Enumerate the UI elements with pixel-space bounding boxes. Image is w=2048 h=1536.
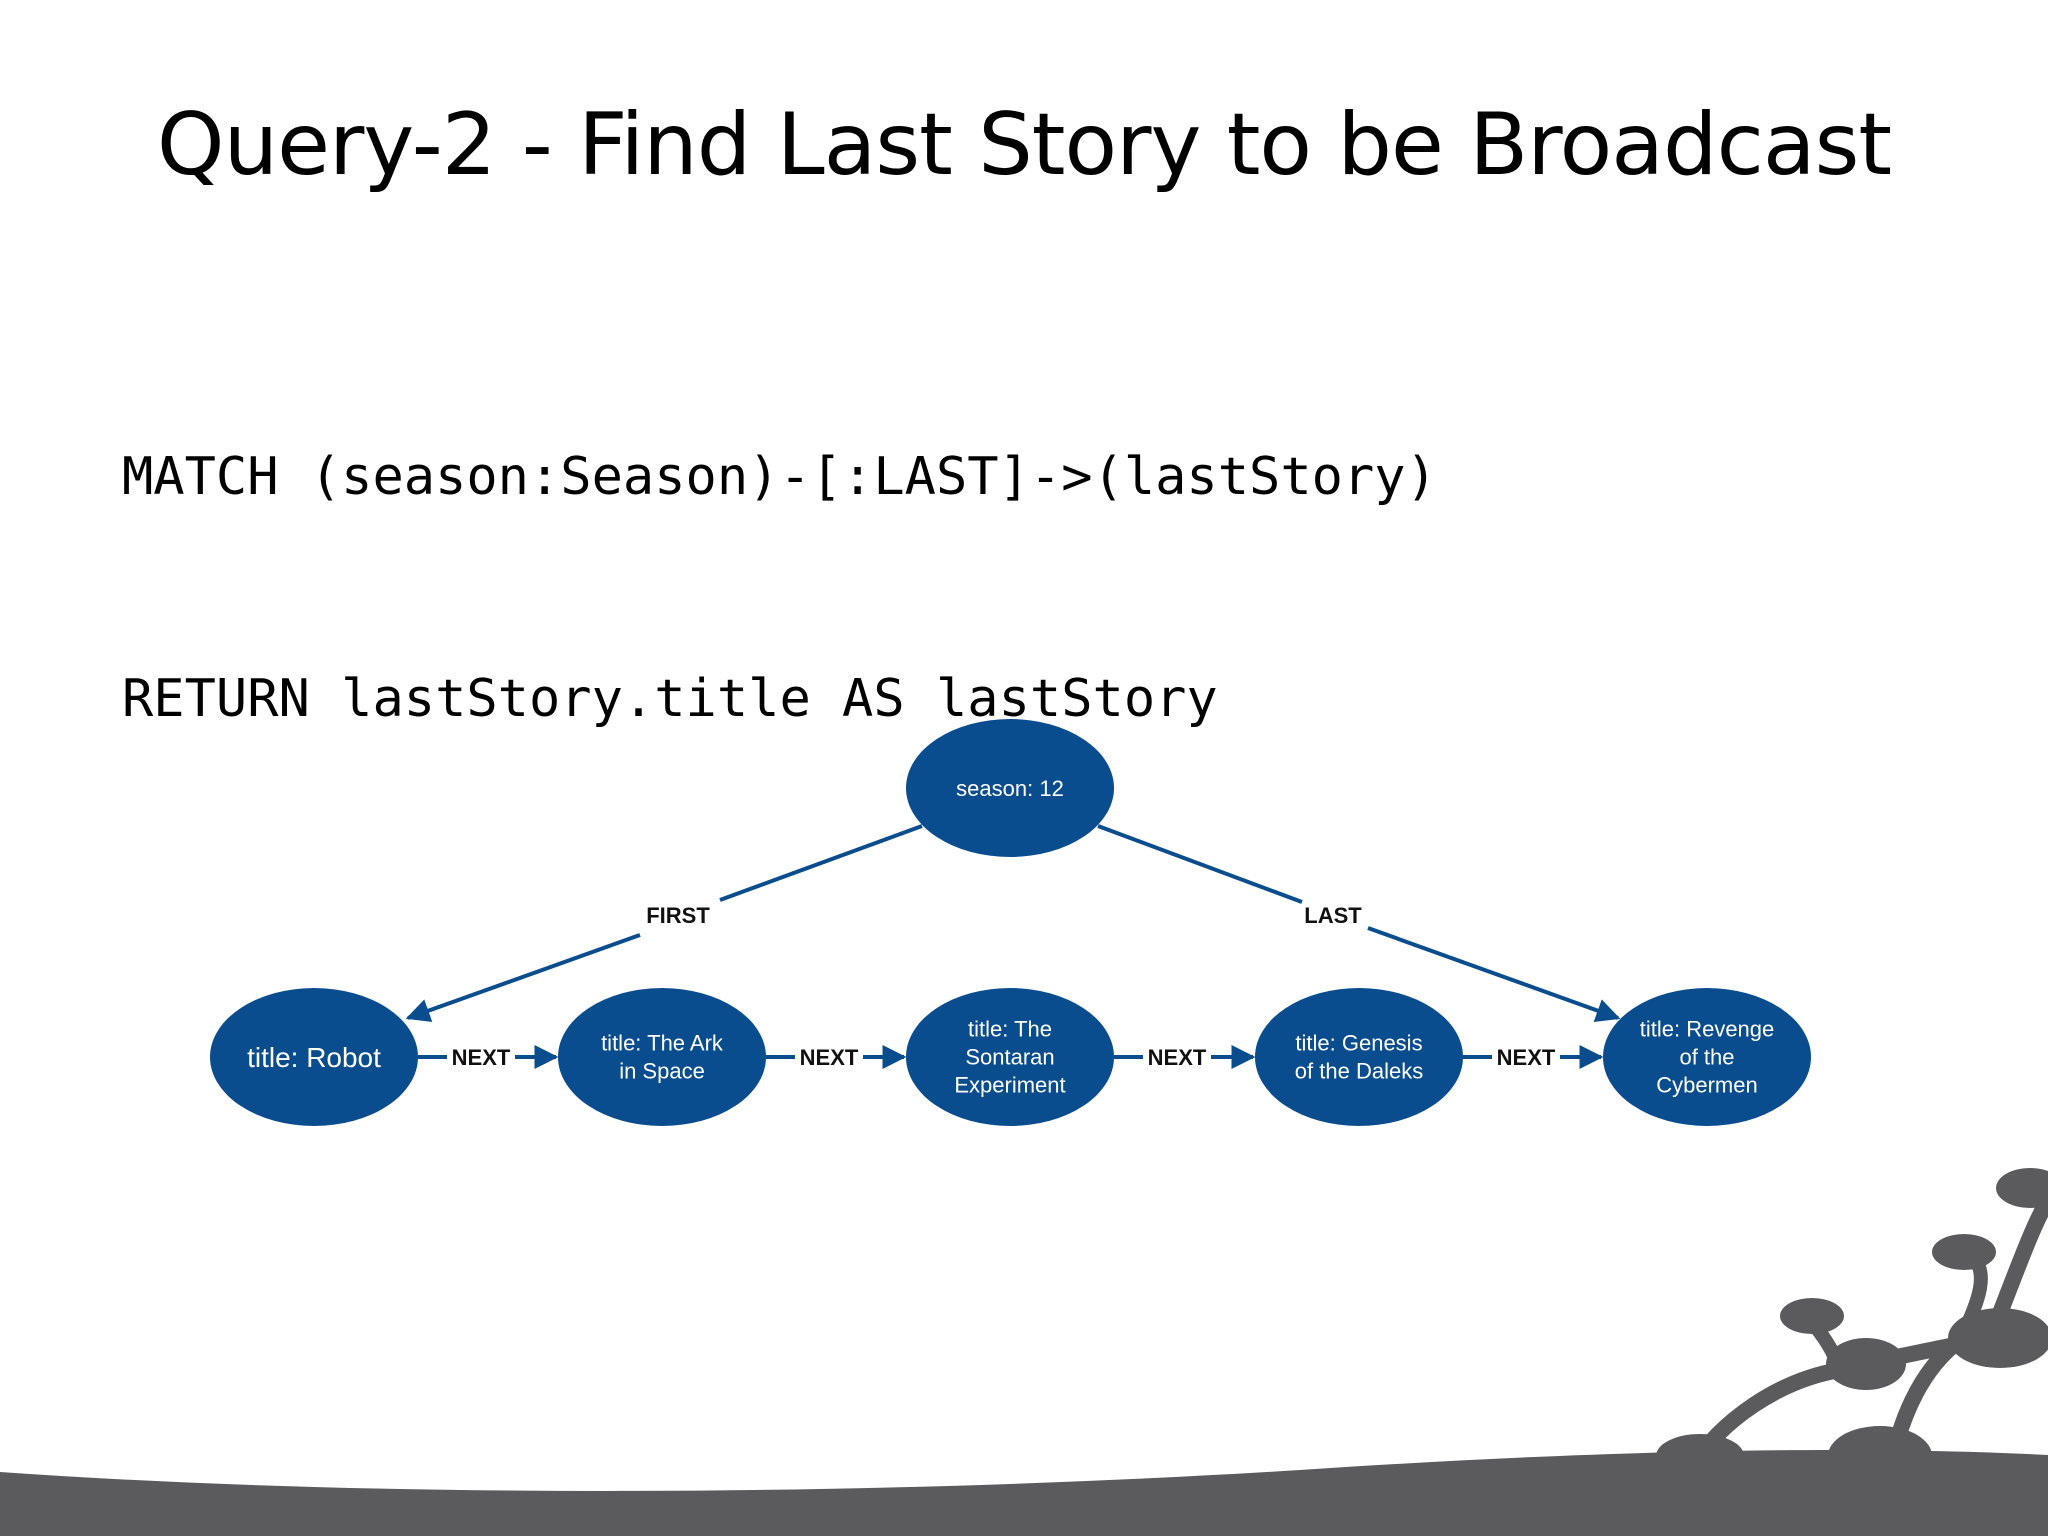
next-label: NEXT [1148, 1045, 1207, 1070]
slide-title: Query-2 - Find Last Story to be Broadcas… [156, 95, 1892, 195]
tree-graphic [1656, 1168, 2048, 1486]
code-line-match: MATCH (season:Season)-[:LAST]->(lastStor… [122, 447, 1437, 507]
story-node-label: Experiment [954, 1073, 1065, 1098]
next-edge: NEXT [418, 1045, 559, 1070]
story-node: title: Robot [210, 988, 418, 1126]
story-node: title: The Ark in Space [558, 988, 766, 1126]
story-node: title: Genesis of the Daleks [1255, 988, 1463, 1126]
next-edge: NEXT [766, 1045, 907, 1070]
story-node-label: in Space [619, 1059, 705, 1084]
story-node-label: Cybermen [1656, 1073, 1757, 1098]
code-line-return: RETURN lastStory.title AS lastStory [122, 669, 1218, 729]
season-node: season: 12 [906, 719, 1114, 857]
story-node-label: title: The Ark [601, 1031, 724, 1056]
season-node-label: season: 12 [956, 776, 1064, 801]
story-node-label: title: Genesis [1295, 1031, 1422, 1056]
last-edge: LAST [1097, 824, 1621, 1022]
next-label: NEXT [800, 1045, 859, 1070]
story-node-label: of the [1679, 1045, 1734, 1070]
bottom-wave-shape [0, 1450, 2048, 1536]
first-label: FIRST [646, 903, 710, 928]
next-edge: NEXT [1463, 1045, 1604, 1070]
story-node-label: title: Revenge [1640, 1017, 1775, 1042]
last-label: LAST [1304, 903, 1362, 928]
story-node-label: Sontaran [965, 1045, 1054, 1070]
next-label: NEXT [1497, 1045, 1556, 1070]
first-edge: FIRST [405, 824, 923, 1023]
story-node-label: of the Daleks [1295, 1059, 1423, 1084]
story-node-label: title: Robot [247, 1042, 381, 1073]
next-label: NEXT [452, 1045, 511, 1070]
next-edge: NEXT [1114, 1045, 1256, 1070]
story-node-label: title: The [968, 1017, 1052, 1042]
cypher-query-code: MATCH (season:Season)-[:LAST]->(lastStor… [122, 292, 1437, 810]
